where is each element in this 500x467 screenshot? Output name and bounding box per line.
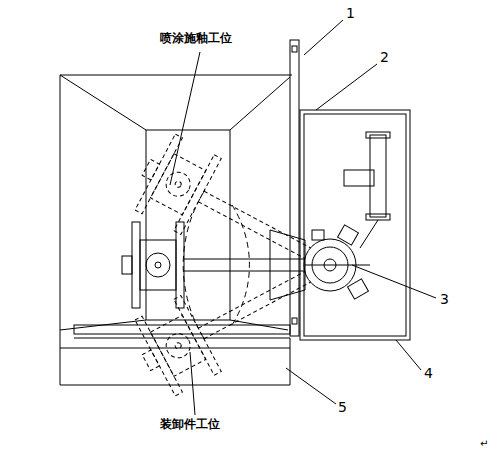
callout-number: 3 [440,292,449,307]
callout-number: 4 [424,366,433,381]
station-label: 喷涂施釉工位 [160,32,232,45]
paragraph-mark: ↵ [480,438,488,449]
callout-number: 1 [346,6,355,21]
station-label: 装卸件工位 [160,418,220,431]
callout-number: 5 [338,400,347,415]
callout-number: 2 [380,50,389,65]
